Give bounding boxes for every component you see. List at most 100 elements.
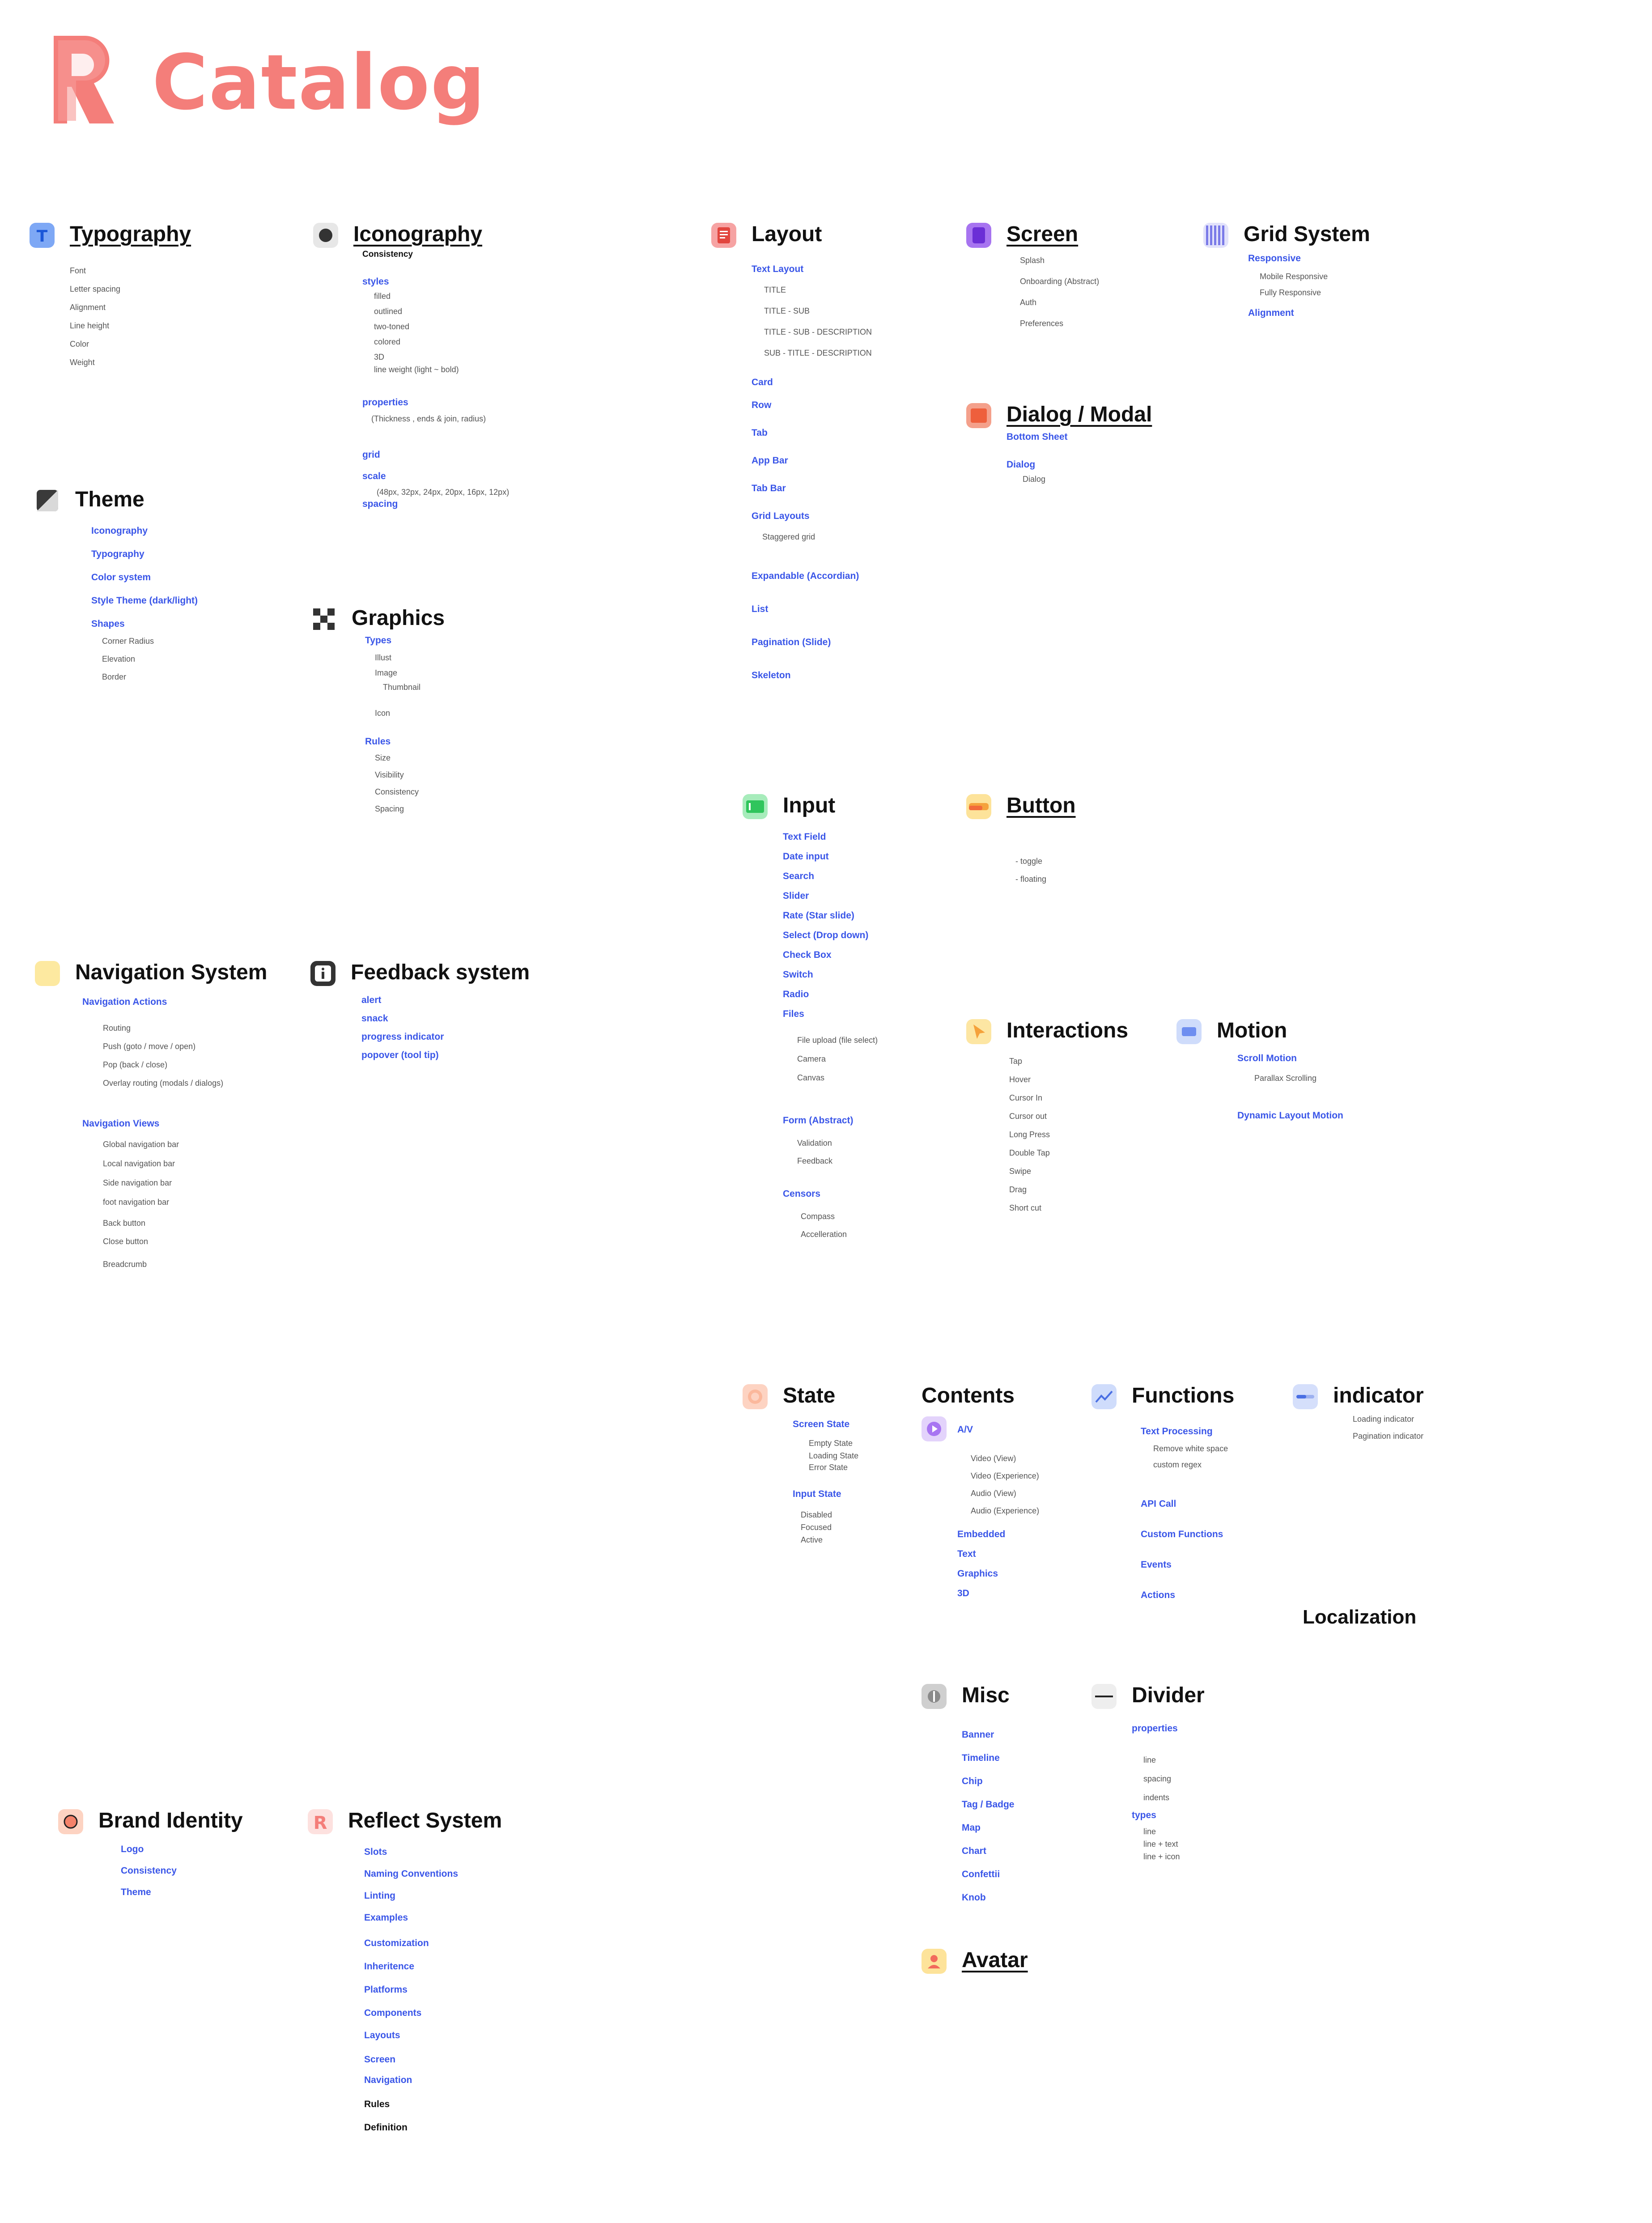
input-link[interactable]: Switch — [783, 969, 813, 980]
input-link[interactable]: Slider — [783, 891, 809, 901]
reflect-link[interactable]: Linting — [364, 1891, 395, 1901]
reflect-link[interactable]: Customization — [364, 1938, 429, 1948]
theme-link[interactable]: Shapes — [91, 619, 125, 629]
contents-link[interactable]: Graphics — [957, 1568, 998, 1579]
misc-link[interactable]: Tag / Badge — [962, 1799, 1015, 1810]
graphics-title[interactable]: Graphics — [352, 606, 445, 630]
layout-tab-link[interactable]: Tab — [752, 428, 768, 438]
localization-title[interactable]: Localization — [1303, 1606, 1417, 1628]
layout-expandable-link[interactable]: Expandable (Accordian) — [752, 571, 859, 581]
grid-responsive-link[interactable]: Responsive — [1248, 253, 1301, 264]
layout-title[interactable]: Layout — [752, 222, 822, 246]
input-link[interactable]: Date input — [783, 851, 829, 862]
input-link[interactable]: Check Box — [783, 950, 832, 960]
button-title[interactable]: Button — [1006, 794, 1076, 817]
contents-link[interactable]: Text — [957, 1549, 976, 1559]
graphics-types-link[interactable]: Types — [365, 635, 392, 646]
misc-link[interactable]: Knob — [962, 1892, 986, 1903]
iconography-grid-link[interactable]: grid — [362, 450, 380, 460]
misc-link[interactable]: Confettii — [962, 1869, 1000, 1879]
state-screen-link[interactable]: Screen State — [793, 1419, 850, 1429]
misc-link[interactable]: Banner — [962, 1730, 994, 1740]
reflect-link[interactable]: Components — [364, 2008, 422, 2018]
state-input-link[interactable]: Input State — [793, 1489, 841, 1499]
theme-link[interactable]: Typography — [91, 549, 144, 559]
layout-row-link[interactable]: Row — [752, 400, 772, 410]
avatar-title[interactable]: Avatar — [962, 1948, 1028, 1972]
indicator-title[interactable]: indicator — [1333, 1384, 1424, 1407]
grid-system-title[interactable]: Grid System — [1244, 222, 1370, 246]
contents-title[interactable]: Contents — [922, 1384, 1015, 1407]
motion-title[interactable]: Motion — [1217, 1019, 1287, 1042]
dialog-dialog-link[interactable]: Dialog — [1006, 459, 1036, 470]
iconography-styles-link[interactable]: styles — [362, 276, 389, 287]
iconography-scale-link[interactable]: scale — [362, 471, 386, 481]
input-link[interactable]: Select (Drop down) — [783, 930, 869, 940]
brand-identity-link[interactable]: Consistency — [121, 1866, 177, 1876]
layout-app-bar-link[interactable]: App Bar — [752, 455, 788, 466]
feedback-title[interactable]: Feedback system — [351, 961, 530, 984]
reflect-link[interactable]: Naming Conventions — [364, 1869, 459, 1879]
reflect-link[interactable]: Slots — [364, 1847, 387, 1857]
interactions-title[interactable]: Interactions — [1006, 1019, 1129, 1042]
layout-pagination-link[interactable]: Pagination (Slide) — [752, 637, 831, 647]
feedback-link[interactable]: alert — [361, 995, 382, 1005]
reflect-link[interactable]: Navigation — [364, 2075, 412, 2085]
functions-link[interactable]: Custom Functions — [1141, 1529, 1223, 1539]
reflect-dark-link[interactable]: Definition — [364, 2122, 408, 2133]
layout-grid-layouts-link[interactable]: Grid Layouts — [752, 511, 810, 521]
brand-identity-link[interactable]: Logo — [121, 1844, 144, 1854]
input-link[interactable]: Rate (Star slide) — [783, 910, 854, 921]
reflect-link[interactable]: Layouts — [364, 2030, 400, 2040]
divider-title[interactable]: Divider — [1132, 1683, 1205, 1707]
layout-text-layout-link[interactable]: Text Layout — [752, 264, 804, 274]
layout-skeleton-link[interactable]: Skeleton — [752, 670, 791, 680]
input-form-link[interactable]: Form (Abstract) — [783, 1115, 854, 1126]
feedback-link[interactable]: snack — [361, 1013, 388, 1024]
motion-scroll-link[interactable]: Scroll Motion — [1237, 1053, 1297, 1063]
contents-av-link[interactable]: A/V — [957, 1424, 973, 1435]
contents-link[interactable]: 3D — [957, 1588, 969, 1598]
functions-title[interactable]: Functions — [1132, 1384, 1235, 1407]
reflect-dark-link[interactable]: Rules — [364, 2099, 390, 2109]
iconography-title[interactable]: Iconography — [353, 222, 483, 246]
misc-link[interactable]: Chart — [962, 1846, 986, 1856]
typography-title[interactable]: Typography — [70, 222, 191, 246]
layout-list-link[interactable]: List — [752, 604, 769, 614]
theme-title[interactable]: Theme — [75, 488, 144, 511]
theme-link[interactable]: Color system — [91, 572, 151, 582]
navigation-actions-link[interactable]: Navigation Actions — [82, 997, 167, 1007]
contents-link[interactable]: Embedded — [957, 1529, 1006, 1539]
divider-properties-link[interactable]: properties — [1132, 1723, 1178, 1734]
iconography-spacing-link[interactable]: spacing — [362, 499, 398, 509]
functions-text-processing-link[interactable]: Text Processing — [1141, 1426, 1213, 1437]
grid-alignment-link[interactable]: Alignment — [1248, 308, 1294, 318]
reflect-link[interactable]: Screen — [364, 2054, 396, 2065]
misc-link[interactable]: Map — [962, 1823, 981, 1833]
misc-link[interactable]: Timeline — [962, 1753, 1000, 1763]
graphics-rules-link[interactable]: Rules — [365, 736, 391, 747]
reflect-link[interactable]: Platforms — [364, 1985, 408, 1995]
input-link[interactable]: Search — [783, 871, 815, 881]
misc-title[interactable]: Misc — [962, 1683, 1010, 1707]
theme-link[interactable]: Style Theme (dark/light) — [91, 595, 198, 606]
dialog-title[interactable]: Dialog / Modal — [1006, 403, 1152, 426]
input-link[interactable]: Radio — [783, 989, 809, 999]
input-title[interactable]: Input — [783, 794, 836, 817]
brand-identity-title[interactable]: Brand Identity — [98, 1809, 243, 1832]
divider-types-link[interactable]: types — [1132, 1810, 1156, 1820]
layout-tab-bar-link[interactable]: Tab Bar — [752, 483, 786, 493]
theme-link[interactable]: Iconography — [91, 526, 148, 536]
layout-card-link[interactable]: Card — [752, 377, 773, 387]
feedback-link[interactable]: progress indicator — [361, 1032, 444, 1042]
dialog-bottom-sheet-link[interactable]: Bottom Sheet — [1006, 432, 1068, 442]
brand-identity-link[interactable]: Theme — [121, 1887, 151, 1897]
input-censors-link[interactable]: Censors — [783, 1189, 821, 1199]
motion-dynamic-link[interactable]: Dynamic Layout Motion — [1237, 1110, 1343, 1121]
reflect-title[interactable]: Reflect System — [348, 1809, 502, 1832]
navigation-title[interactable]: Navigation System — [75, 961, 268, 984]
navigation-views-link[interactable]: Navigation Views — [82, 1118, 160, 1129]
reflect-link[interactable]: Inheritence — [364, 1961, 415, 1972]
input-link[interactable]: Files — [783, 1009, 804, 1019]
state-title[interactable]: State — [783, 1384, 836, 1407]
